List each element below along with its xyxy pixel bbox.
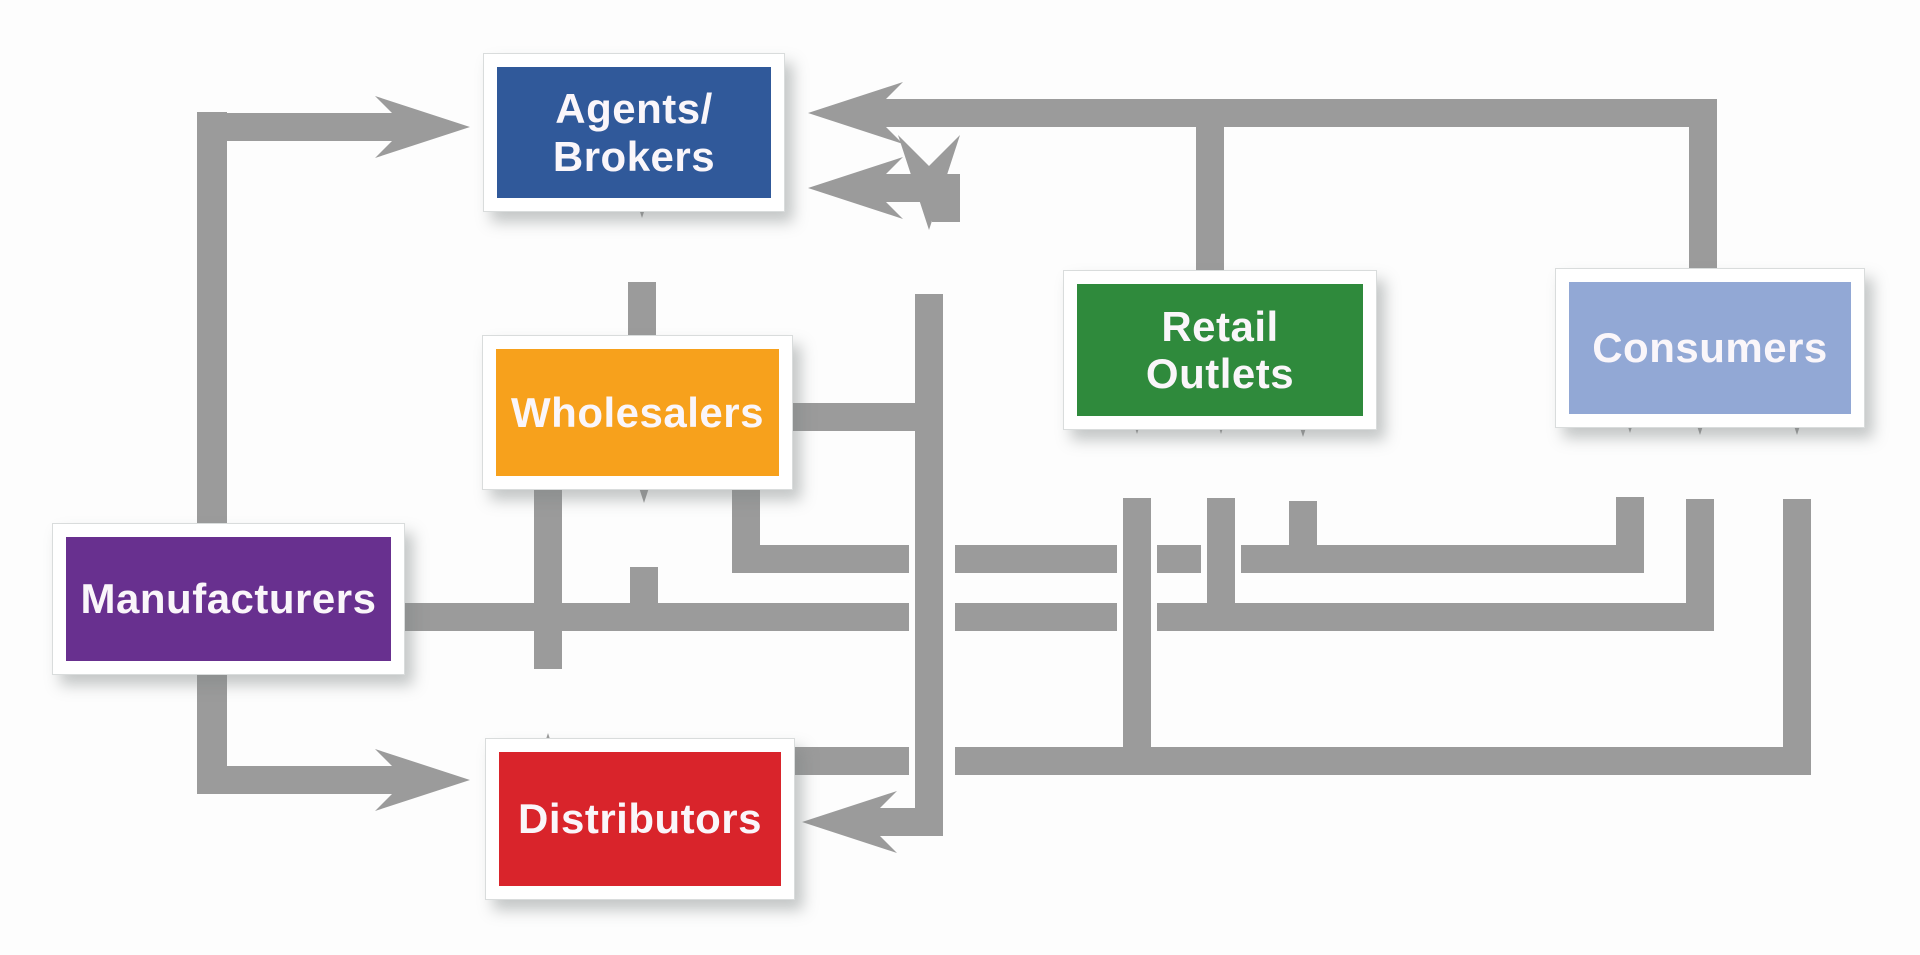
connector-manufacturers-to-distributors (197, 749, 470, 811)
node-retail-outlets: Retail Outlets (1063, 270, 1377, 430)
connector-distributors-line (795, 340, 1828, 775)
node-consumers-label: Consumers (1569, 282, 1851, 414)
connector-central-vertical (793, 135, 960, 853)
connector-manufacturers-to-agents (197, 96, 470, 794)
node-agents-brokers: Agents/ Brokers (483, 53, 785, 212)
node-manufacturers: Manufacturers (52, 523, 405, 675)
connector-wholesalers-to-agents (611, 123, 673, 338)
node-retail-outlets-label: Retail Outlets (1077, 284, 1363, 416)
connector-retail-arrow-middle (1190, 339, 1252, 631)
node-agents-brokers-label: Agents/ Brokers (497, 67, 771, 198)
node-wholesalers: Wholesalers (482, 335, 793, 490)
connector-elbow-to-agents (808, 157, 960, 222)
connector-manufacturers-line (398, 340, 1731, 631)
node-distributors: Distributors (485, 738, 795, 900)
connector-retail-arrow-left (1106, 339, 1168, 775)
node-consumers: Consumers (1555, 268, 1865, 428)
connector-top-line (808, 82, 1717, 270)
connector-wholesalers-to-distributors (517, 488, 579, 828)
node-distributors-label: Distributors (499, 752, 781, 886)
node-manufacturers-label: Manufacturers (66, 537, 391, 661)
connector-wholesalers-line (732, 338, 1661, 573)
node-wholesalers-label: Wholesalers (496, 349, 779, 476)
